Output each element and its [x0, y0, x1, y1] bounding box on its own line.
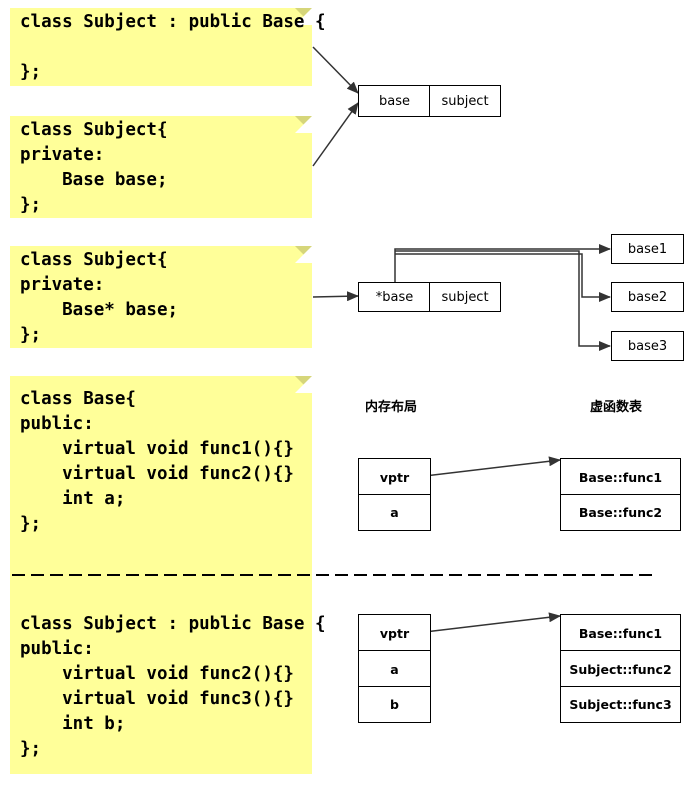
layout-pointer-cell: *base	[358, 282, 431, 312]
code-base-class: };	[20, 514, 42, 534]
code-derived-class: int b;	[20, 714, 126, 734]
note-inheritance	[10, 8, 312, 86]
note-fold-corner	[295, 376, 312, 393]
arrow-base-vptr	[407, 456, 561, 479]
layout-subject-cell: subject	[429, 282, 501, 312]
code-composition: class Subject{	[20, 120, 168, 140]
arrow-derived-vptr	[407, 612, 561, 635]
vtable-header: 虚函数表	[590, 400, 643, 415]
base-vtable-func1: Base::func1	[560, 458, 681, 496]
code-base-class: int a;	[20, 489, 126, 509]
code-composition: Base base;	[20, 170, 168, 190]
code-derived-class: public:	[20, 639, 94, 659]
note-fold-corner	[295, 8, 312, 25]
base-memory-vptr: vptr	[358, 458, 431, 496]
note-composition	[10, 116, 312, 218]
derived-vtable-func3: Subject::func3	[560, 686, 681, 723]
arrow-to-base3	[395, 250, 611, 351]
derived-vtable-func2: Subject::func2	[560, 650, 681, 688]
code-derived-class: class Subject : public Base {	[20, 614, 326, 634]
code-composition: };	[20, 195, 42, 215]
code-base-class: class Base{	[20, 389, 136, 409]
derived-memory-a: a	[358, 650, 431, 688]
code-derived-class: };	[20, 739, 42, 759]
arrow-to-base1	[394, 244, 611, 282]
note-fold-corner	[295, 246, 312, 263]
note-pointer-member	[10, 246, 312, 348]
code-composition: private:	[20, 145, 105, 165]
target-base3: base3	[611, 331, 684, 361]
target-base1: base1	[611, 234, 684, 264]
code-inheritance: class Subject : public Base {	[20, 12, 326, 32]
code-inheritance: };	[20, 62, 42, 82]
code-base-class: virtual void func2(){}	[20, 464, 294, 484]
code-pointer-member: private:	[20, 275, 105, 295]
arrow-inheritance	[312, 46, 359, 94]
code-pointer-member: Base* base;	[20, 300, 179, 320]
code-derived-class: virtual void func3(){}	[20, 689, 294, 709]
code-base-class: public:	[20, 414, 94, 434]
arrow-pointer-member	[312, 291, 359, 302]
arrow-composition	[312, 102, 359, 167]
derived-memory-vptr: vptr	[358, 614, 431, 652]
layout-subject-cell: subject	[429, 85, 501, 117]
memory-layout-header: 内存布局	[365, 400, 418, 415]
arrow-to-base2	[395, 253, 611, 302]
derived-vtable-func1: Base::func1	[560, 614, 681, 652]
target-base2: base2	[611, 282, 684, 312]
code-base-class: virtual void func1(){}	[20, 439, 294, 459]
derived-memory-b: b	[358, 686, 431, 723]
code-pointer-member: class Subject{	[20, 250, 168, 270]
note-fold-corner	[295, 116, 312, 133]
code-pointer-member: };	[20, 325, 42, 345]
base-memory-a: a	[358, 494, 431, 531]
base-vtable-func2: Base::func2	[560, 494, 681, 531]
layout-base-cell: base	[358, 85, 431, 117]
code-derived-class: virtual void func2(){}	[20, 664, 294, 684]
